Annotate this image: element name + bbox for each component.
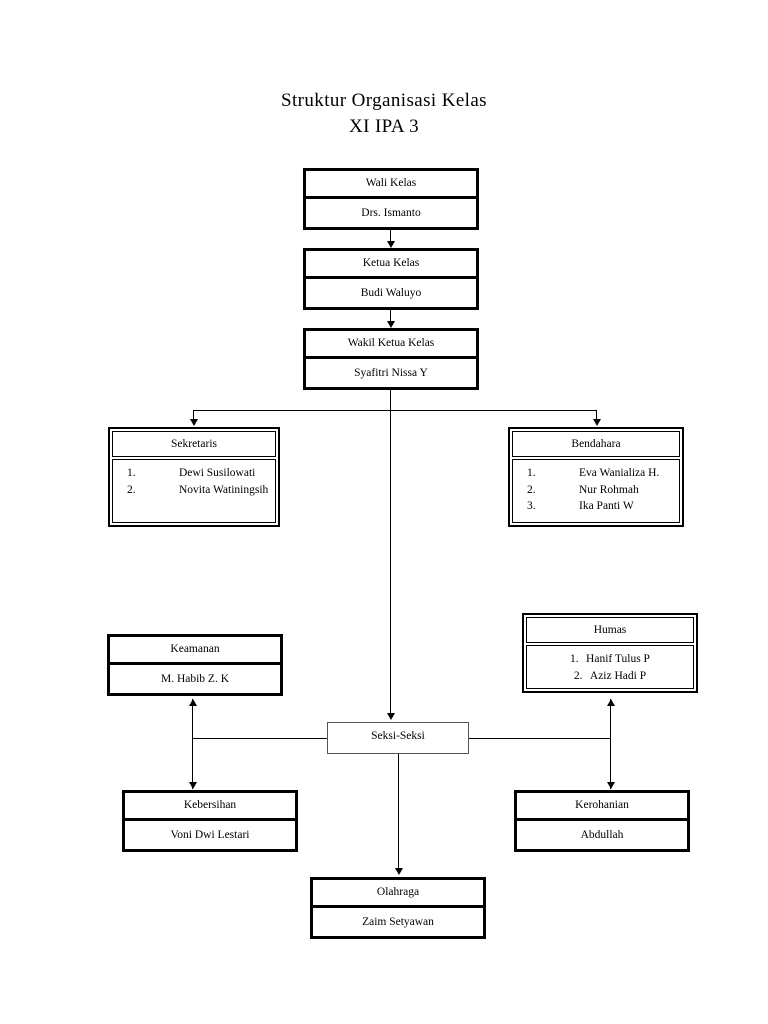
arrowhead-to-kerohanian — [607, 782, 615, 789]
humas-member-list: 1. Hanif Tulus P 2. Aziz Hadi P — [531, 651, 689, 684]
arrowhead-to-olahraga — [395, 868, 403, 875]
node-ketua-kelas[interactable]: Ketua Kelas Budi Waluyo — [303, 248, 479, 310]
member-name: Aziz Hadi P — [589, 669, 647, 682]
bendahara-members: 1. Eva Wanializa H. 2. Nur Rohmah 3. Ika Pa… — [512, 459, 680, 523]
arrowhead-to-seksi-seksi — [387, 713, 395, 720]
olahraga-name: Zaim Setyawan — [362, 915, 434, 928]
arrowhead-to-keamanan — [189, 699, 197, 706]
wali-kelas-name: Drs. Ismanto — [361, 206, 421, 219]
list-item: 3. Ika Panti W — [517, 498, 675, 515]
member-number: 2. — [527, 483, 536, 496]
connector-trunk-to-seksi — [390, 410, 391, 715]
humas-members: 1. Hanif Tulus P 2. Aziz Hadi P — [526, 645, 694, 689]
connector-wali-to-ketua — [390, 230, 391, 244]
node-kebersihan[interactable]: Kebersihan Voni Dwi Lestari — [122, 790, 298, 852]
title-line-2: XI IPA 3 — [348, 116, 420, 137]
member-name: Eva Wanializa H. — [579, 467, 660, 479]
connector-bus-sekretaris-bendahara — [193, 410, 596, 411]
node-wakil-ketua-kelas[interactable]: Wakil Ketua Kelas Syafitri Nissa Y — [303, 328, 479, 390]
kebersihan-role: Kebersihan — [125, 793, 295, 821]
arrowhead-to-sekretaris — [190, 419, 198, 426]
member-number: 1. — [570, 653, 579, 665]
member-name: Ika Panti W — [579, 500, 634, 513]
arrowhead-ketua-to-wakil — [387, 321, 395, 328]
member-number: 1. — [527, 467, 536, 479]
bendahara-role: Bendahara — [512, 431, 680, 457]
connector-ketua-to-wakil — [390, 310, 391, 324]
kerohanian-name: Abdullah — [580, 828, 624, 841]
kebersihan-name: Voni Dwi Lestari — [170, 828, 250, 841]
list-item: 2. Nur Rohmah — [517, 482, 675, 499]
page-title: Struktur Organisasi Kelas XI IPA 3 — [0, 88, 768, 140]
member-name: Novita Watiningsih — [179, 483, 269, 496]
arrowhead-wali-to-ketua — [387, 241, 395, 248]
wakil-ketua-role: Wakil Ketua Kelas — [306, 331, 476, 359]
arrowhead-to-humas — [607, 699, 615, 706]
member-number: 1. — [127, 467, 136, 479]
member-number: 2. — [127, 483, 136, 496]
arrowhead-to-bendahara — [593, 419, 601, 426]
list-item: 2. Novita Watiningsih — [117, 482, 271, 499]
node-seksi-seksi[interactable]: Seksi-Seksi — [327, 722, 469, 754]
ketua-kelas-name: Budi Waluyo — [360, 286, 422, 299]
list-item: 1. Dewi Susilowati — [117, 465, 271, 482]
node-bendahara[interactable]: Bendahara 1. Eva Wanializa H. 2. Nur Rohma… — [508, 427, 684, 527]
olahraga-role: Olahraga — [313, 880, 483, 908]
sekretaris-member-list: 1. Dewi Susilowati 2. Novita Watiningsih — [117, 465, 271, 498]
connector-seksi-left-arm — [192, 738, 327, 739]
keamanan-name: M. Habib Z. K — [160, 672, 230, 685]
connector-seksi-to-olahraga — [398, 754, 399, 870]
sekretaris-members: 1. Dewi Susilowati 2. Novita Watiningsih — [112, 459, 276, 523]
sekretaris-role: Sekretaris — [112, 431, 276, 457]
member-name: Nur Rohmah — [579, 483, 639, 496]
node-keamanan[interactable]: Keamanan M. Habib Z. K — [107, 634, 283, 696]
bendahara-member-list: 1. Eva Wanializa H. 2. Nur Rohmah 3. Ika Pa… — [517, 465, 675, 515]
title-line-1: Struktur Organisasi Kelas — [281, 90, 487, 111]
node-wali-kelas[interactable]: Wali Kelas Drs. Ismanto — [303, 168, 479, 230]
list-item: 1. Hanif Tulus P — [531, 651, 689, 668]
wali-kelas-role: Wali Kelas — [306, 171, 476, 199]
keamanan-role: Keamanan — [110, 637, 280, 665]
member-number: 3. — [527, 500, 536, 513]
connector-keamanan-kebersihan — [192, 699, 193, 789]
node-sekretaris[interactable]: Sekretaris 1. Dewi Susilowati 2. Novita Wa… — [108, 427, 280, 527]
member-name: Dewi Susilowati — [179, 467, 256, 479]
member-name: Hanif Tulus P — [586, 653, 650, 665]
arrowhead-to-kebersihan — [189, 782, 197, 789]
connector-seksi-right-arm — [469, 738, 610, 739]
node-olahraga[interactable]: Olahraga Zaim Setyawan — [310, 877, 486, 939]
seksi-seksi-label: Seksi-Seksi — [371, 729, 425, 742]
node-humas[interactable]: Humas 1. Hanif Tulus P 2. Aziz Hadi P — [522, 613, 698, 693]
wakil-ketua-name: Syafitri Nissa Y — [354, 366, 428, 379]
ketua-kelas-role: Ketua Kelas — [306, 251, 476, 279]
connector-bus-to-sekretaris — [193, 410, 194, 422]
connector-wakil-down-stub — [390, 390, 391, 410]
member-number: 2. — [573, 669, 583, 682]
node-kerohanian[interactable]: Kerohanian Abdullah — [514, 790, 690, 852]
list-item: 1. Eva Wanializa H. — [517, 465, 675, 482]
kerohanian-role: Kerohanian — [517, 793, 687, 821]
list-item: 2. Aziz Hadi P — [531, 668, 689, 685]
humas-role: Humas — [526, 617, 694, 643]
connector-humas-kerohanian — [610, 699, 611, 789]
connector-bus-to-bendahara — [596, 410, 597, 422]
